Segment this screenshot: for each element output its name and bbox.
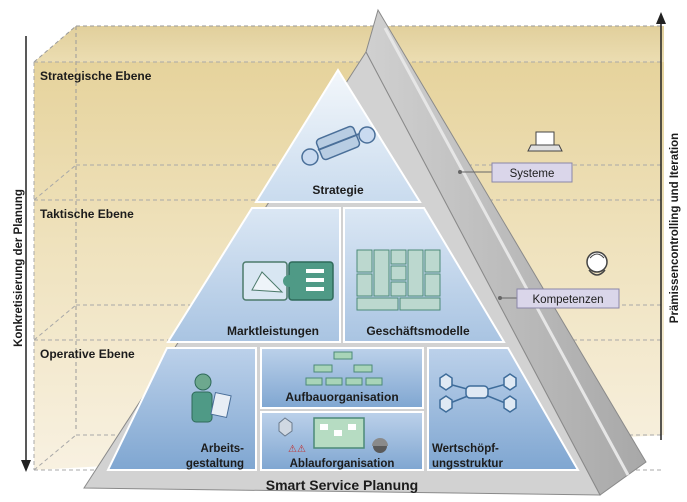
- cell-marktleistungen-label: Marktleistungen: [227, 324, 319, 338]
- cell-arbeitsgestaltung-label-2: gestaltung: [186, 458, 244, 470]
- left-axis: Konkretisierung der Planung: [13, 36, 31, 472]
- cell-ablauforganisation-label: Ablauforganisation: [290, 458, 395, 470]
- systeme-callout: Systeme: [458, 162, 573, 183]
- process-icon: ⚠⚠: [278, 417, 388, 455]
- cell-arbeitsgestaltung-label-1: Arbeits-: [201, 443, 245, 455]
- market-services-icon: [242, 261, 334, 301]
- cell-arbeitsgestaltung: [106, 347, 257, 471]
- laptop-icon: [527, 131, 563, 152]
- cell-wertschoepfungsstruktur-label-1: Wertschöpf-: [432, 443, 499, 455]
- value-network-icon: [439, 373, 517, 413]
- systeme-label: Systeme: [510, 168, 555, 180]
- cell-wertschoepfungsstruktur: [427, 347, 580, 471]
- level-operative-label: Operative Ebene: [40, 347, 135, 361]
- strategy-icon: [301, 125, 376, 166]
- level-tactical-label: Taktische Ebene: [40, 207, 134, 221]
- kompetenzen-callout: Kompetenzen: [498, 288, 620, 309]
- right-axis: Prämissencontrolling und Iteration: [656, 12, 681, 440]
- axis-right-label: Prämissencontrolling und Iteration: [669, 133, 681, 323]
- cell-wertschoepfungsstruktur-label-2: ungsstruktur: [432, 458, 503, 470]
- org-chart-icon: [305, 351, 383, 386]
- level-strategic-label: Strategische Ebene: [40, 69, 152, 83]
- worker-icon: [191, 373, 232, 423]
- cell-strategie-label: Strategie: [312, 183, 364, 197]
- head-brain-icon: [586, 251, 608, 276]
- axis-left-label: Konkretisierung der Planung: [13, 189, 25, 347]
- business-model-canvas-icon: [356, 249, 441, 311]
- kompetenzen-label: Kompetenzen: [533, 294, 604, 306]
- cell-geschaeftsmodelle-label: Geschäftsmodelle: [366, 324, 470, 338]
- pyramid-title: Smart Service Planung: [266, 477, 419, 493]
- svg-text:⚠⚠: ⚠⚠: [288, 444, 306, 455]
- cell-aufbauorganisation-label: Aufbauorganisation: [285, 390, 398, 404]
